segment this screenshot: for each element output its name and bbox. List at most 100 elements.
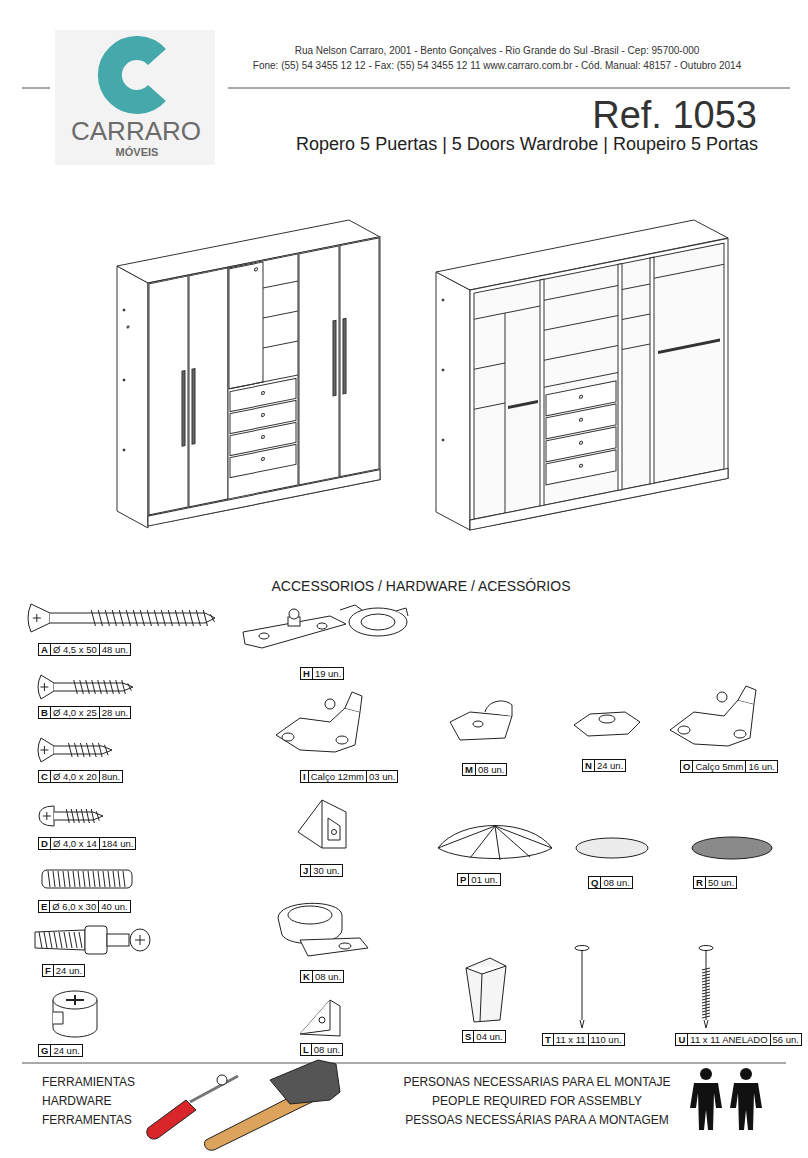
hardware-drawing (288, 906, 332, 924)
dowel-symbol (98, 871, 100, 887)
screw-symbol (147, 610, 151, 626)
hardware-drawing (466, 966, 506, 974)
hardware-drawing (692, 837, 772, 859)
screw-symbol (96, 811, 99, 820)
hardware-drawing (466, 958, 506, 1022)
rule-line (22, 1063, 786, 1064)
part-spec: 11 x 11 (553, 1034, 588, 1045)
wardrobe-closed (189, 268, 228, 507)
wardrobe-open (474, 403, 505, 409)
screw-symbol (128, 683, 132, 690)
dowel-symbol (103, 871, 105, 887)
part-letter: I (301, 771, 308, 782)
part-letter: F (43, 965, 53, 976)
logo (110, 48, 157, 102)
dowel-symbol (53, 871, 55, 887)
tools (217, 1075, 227, 1085)
part-spec: 19 un. (312, 668, 343, 679)
screw-symbol (86, 809, 89, 823)
screw-symbol (38, 675, 133, 699)
hardware-drawing (704, 1020, 708, 1028)
part-spec: 8un. (99, 771, 123, 782)
cam-bolt-symbol (69, 932, 72, 948)
hardware-drawing (42, 870, 132, 888)
cam-bolt-symbol (59, 932, 62, 948)
part-label-box: CØ 4,0 x 208un. (38, 770, 123, 783)
wardrobe-closed (127, 326, 129, 328)
dowel-symbol (73, 871, 75, 887)
part-label-box: G24 un. (38, 1044, 83, 1057)
hardware-drawing (734, 730, 746, 738)
hardware-drawing (339, 943, 351, 949)
hardware-drawing (470, 826, 495, 858)
wardrobe-open (544, 345, 618, 360)
wardrobe-closed (123, 379, 125, 381)
wardrobe-closed (127, 237, 380, 531)
wardrobe-open (508, 401, 538, 407)
ring-nail-symbol (702, 971, 710, 973)
hardware-drawing (361, 614, 395, 630)
screw-symbol (28, 604, 50, 632)
part-spec: 24 un. (50, 1045, 81, 1056)
ring-nail-symbol (702, 995, 710, 997)
wardrobe-open (470, 238, 728, 530)
screw-symbol (38, 738, 54, 762)
part-spec: 03 un. (366, 771, 397, 782)
part-label-box: P01 un. (457, 873, 501, 886)
hardware-drawing (576, 838, 648, 858)
wardrobe-open (442, 439, 444, 441)
screw-symbol (38, 675, 54, 699)
people-label: PESSOAS NECESSÁRIAS PARA A MONTAGEM (405, 1114, 669, 1126)
brand-subname: MÓVEIS (116, 146, 159, 158)
wardrobe-open (622, 284, 650, 290)
part-spec: 04 un. (473, 1031, 504, 1042)
part-label-box: M08 un. (462, 763, 507, 776)
part-spec: Ø 4,0 x 25 (50, 707, 99, 718)
part-letter: N (583, 760, 594, 771)
hardware-drawing (74, 995, 76, 1005)
wardrobe-open (474, 306, 540, 319)
hardware-drawing (282, 733, 294, 741)
part-label-box: ICalço 12mm03 un. (300, 770, 398, 783)
dowel-symbol (48, 871, 125, 887)
hardware-drawing (278, 903, 342, 943)
person-icon (700, 1068, 712, 1080)
wardrobe-open (580, 464, 583, 468)
dowel-symbol (63, 871, 65, 887)
screw-symbol (28, 604, 215, 632)
cam-bolt-symbol (54, 932, 57, 948)
part-label-box: OCalço 5mm16 un. (680, 760, 778, 773)
screw-symbol (66, 809, 69, 823)
hardware-drawing (243, 616, 346, 648)
part-letter: H (301, 668, 312, 679)
rule-line (22, 88, 50, 89)
wardrobe-closed (340, 238, 379, 477)
hardware-drawing (300, 1000, 340, 1036)
hardware-drawing (345, 692, 362, 712)
screw-symbol (105, 610, 109, 626)
screw-symbol (154, 610, 158, 626)
ring-nail-symbol (702, 1007, 710, 1009)
people-label: PEOPLE REQUIRED FOR ASSEMBLY (432, 1095, 642, 1107)
dowel-symbol (88, 871, 90, 887)
hardware-drawing (485, 701, 512, 716)
part-spec: 50 un. (705, 877, 736, 888)
wardrobe-open (544, 285, 618, 300)
ring-nail-symbol (702, 1013, 710, 1015)
screw-symbol (38, 738, 112, 762)
wardrobe-closed (182, 371, 185, 447)
hardware-drawing (325, 699, 335, 709)
subtitle: Ropero 5 Puertas | 5 Doors Wardrobe | Ro… (296, 135, 758, 153)
hardware-drawing (300, 938, 368, 956)
wardrobe-closed (333, 320, 336, 396)
part-letter: M (463, 764, 475, 775)
part-label-box: U11 x 11 ANELADO56 un. (675, 1033, 802, 1046)
hardware-drawing (473, 721, 483, 727)
screw-symbol (99, 743, 103, 757)
part-spec: Ø 4,5 x 50 (50, 644, 99, 655)
wardrobe-closed (262, 391, 265, 395)
part-spec: Ø 6,0 x 30 (49, 901, 98, 912)
screw-symbol (203, 610, 207, 626)
screw-symbol (91, 809, 94, 823)
